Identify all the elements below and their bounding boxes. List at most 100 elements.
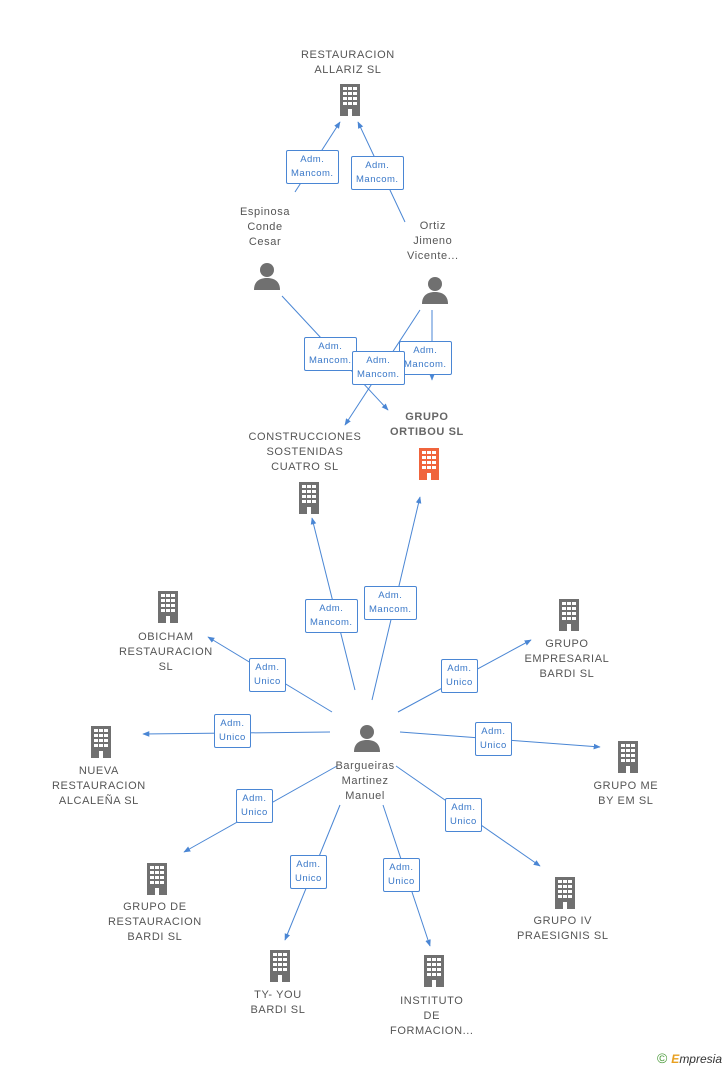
node-label-line: ORTIBOU SL (390, 426, 464, 438)
node-label-grupo-iv[interactable]: GRUPO IV PRAESIGNIS SL (517, 914, 609, 944)
node-label-line: BARDI SL (250, 1004, 306, 1016)
relation-label-line: Unico (295, 873, 322, 884)
relation-label-line: Unico (219, 732, 246, 743)
node-label-line: NUEVA (78, 765, 119, 777)
building-icon[interactable] (338, 84, 362, 116)
node-label-line: EMPRESARIAL (524, 653, 610, 665)
node-label-line: Conde (247, 221, 283, 233)
relation-label-r2[interactable]: Adm.Mancom. (351, 156, 404, 190)
watermark: ©Empresia (657, 1050, 722, 1066)
relation-label-line: Adm. (255, 662, 280, 673)
relation-label-r6[interactable]: Adm.Mancom. (305, 599, 358, 633)
building-icon[interactable] (422, 955, 446, 987)
node-label-line: GRUPO DE (123, 901, 187, 913)
relation-label-line: Adm. (318, 341, 343, 352)
relation-label-r4[interactable]: Adm. Mancom. (399, 341, 452, 375)
relation-label-line: Adm. (451, 802, 476, 813)
node-label-line: BARDI SL (127, 931, 183, 943)
relation-label-line: Adm. (413, 345, 438, 356)
node-label-line: DE (423, 1010, 441, 1022)
relation-label-r13[interactable]: Adm. Unico (445, 798, 482, 832)
relation-label-r1[interactable]: Adm. Mancom. (286, 150, 339, 184)
relation-label-line: Adm. (300, 154, 325, 165)
node-label-line: Martinez (341, 775, 389, 787)
relation-label-line: Adm. (447, 663, 472, 674)
relation-label-r12[interactable]: Adm. Unico (236, 789, 273, 823)
relation-label-line: Adm. (481, 726, 506, 737)
node-label-line: RESTAURACION (119, 646, 213, 658)
relation-label-r7[interactable]: Adm.Mancom. (364, 586, 417, 620)
relation-label-r5[interactable]: Adm.Mancom. (352, 351, 405, 385)
node-label-line: PRAESIGNIS SL (517, 930, 609, 942)
node-label-line: CUATRO SL (271, 461, 339, 473)
relation-label-r14[interactable]: Adm. Unico (290, 855, 327, 889)
relation-label-line: Unico (254, 676, 281, 687)
node-label-grupo-empresarial[interactable]: GRUPO EMPRESARIAL BARDI SL (525, 637, 610, 682)
node-label-line: BARDI SL (539, 668, 595, 680)
person-icon[interactable] (353, 724, 381, 752)
relation-label-line: Unico (388, 876, 415, 887)
relation-label-r8[interactable]: Adm. Unico (249, 658, 286, 692)
relation-label-r3[interactable]: Adm.Mancom. (304, 337, 357, 371)
brand-name: mpresia (679, 1052, 722, 1066)
node-label-line: RESTAURACION (108, 916, 202, 928)
building-icon[interactable] (145, 863, 169, 895)
relation-label-line: Unico (446, 677, 473, 688)
node-label-line: GRUPO IV (533, 915, 593, 927)
node-label-line: SL (158, 661, 174, 673)
building-icon[interactable] (616, 741, 640, 773)
relation-label-r11[interactable]: Adm.Unico (475, 722, 512, 756)
relation-label-r9[interactable]: Adm. Unico (441, 659, 478, 693)
node-label-line: Ortiz (419, 220, 446, 232)
node-label-line: Manuel (345, 790, 385, 802)
person-icon[interactable] (253, 262, 281, 290)
relation-label-line: Unico (241, 807, 268, 818)
relation-label-line: Mancom. (404, 359, 447, 370)
relation-label-line: Adm. (389, 862, 414, 873)
relation-label-line: Mancom. (291, 168, 334, 179)
node-label-line: RESTAURACION (301, 49, 395, 61)
relation-label-line: Adm. (296, 859, 321, 870)
building-icon[interactable] (553, 877, 577, 909)
node-label-restauracion-allariz[interactable]: RESTAURACION ALLARIZ SL (301, 48, 395, 78)
node-label-line: ALLARIZ SL (314, 64, 382, 76)
building-icon[interactable] (557, 599, 581, 631)
building-icon[interactable] (156, 591, 180, 623)
relation-label-line: Mancom. (357, 369, 400, 380)
building-icon[interactable] (89, 726, 113, 758)
relation-label-line: Mancom. (369, 604, 412, 615)
relation-label-line: Adm. (242, 793, 267, 804)
relation-label-line: Unico (450, 816, 477, 827)
node-label-grupo-ortibou[interactable]: GRUPO ORTIBOU SL (390, 410, 464, 440)
relation-label-line: Adm. (220, 718, 245, 729)
node-label-line: Bargueiras (335, 760, 395, 772)
node-label-line: INSTITUTO (400, 995, 464, 1007)
building-icon[interactable] (268, 950, 292, 982)
relation-label-r10[interactable]: Adm. Unico (214, 714, 251, 748)
node-label-obicham[interactable]: OBICHAM RESTAURACION SL (119, 630, 213, 675)
node-label-line: BY EM SL (598, 795, 654, 807)
person-icon[interactable] (421, 276, 449, 304)
node-label-line: TY- YOU (254, 989, 302, 1001)
building-icon[interactable] (297, 482, 321, 514)
node-label-line: OBICHAM (138, 631, 194, 643)
relation-label-r15[interactable]: Adm. Unico (383, 858, 420, 892)
node-label-line: ALCALEÑA SL (58, 795, 139, 807)
node-label-grupo-restauracion-bardi[interactable]: GRUPO DE RESTAURACION BARDI SL (108, 900, 202, 945)
node-label-line: Cesar (248, 236, 282, 248)
node-label-ty-you[interactable]: TY- YOU BARDI SL (251, 988, 306, 1018)
node-label-line: Espinosa (240, 206, 291, 218)
node-label-line: SOSTENIDAS (266, 446, 344, 458)
node-label-line: Vicente... (407, 250, 459, 262)
relation-label-line: Mancom. (310, 617, 353, 628)
node-label-line: GRUPO (545, 638, 589, 650)
node-label-line: GRUPO (405, 411, 449, 423)
building-icon[interactable] (417, 448, 441, 480)
